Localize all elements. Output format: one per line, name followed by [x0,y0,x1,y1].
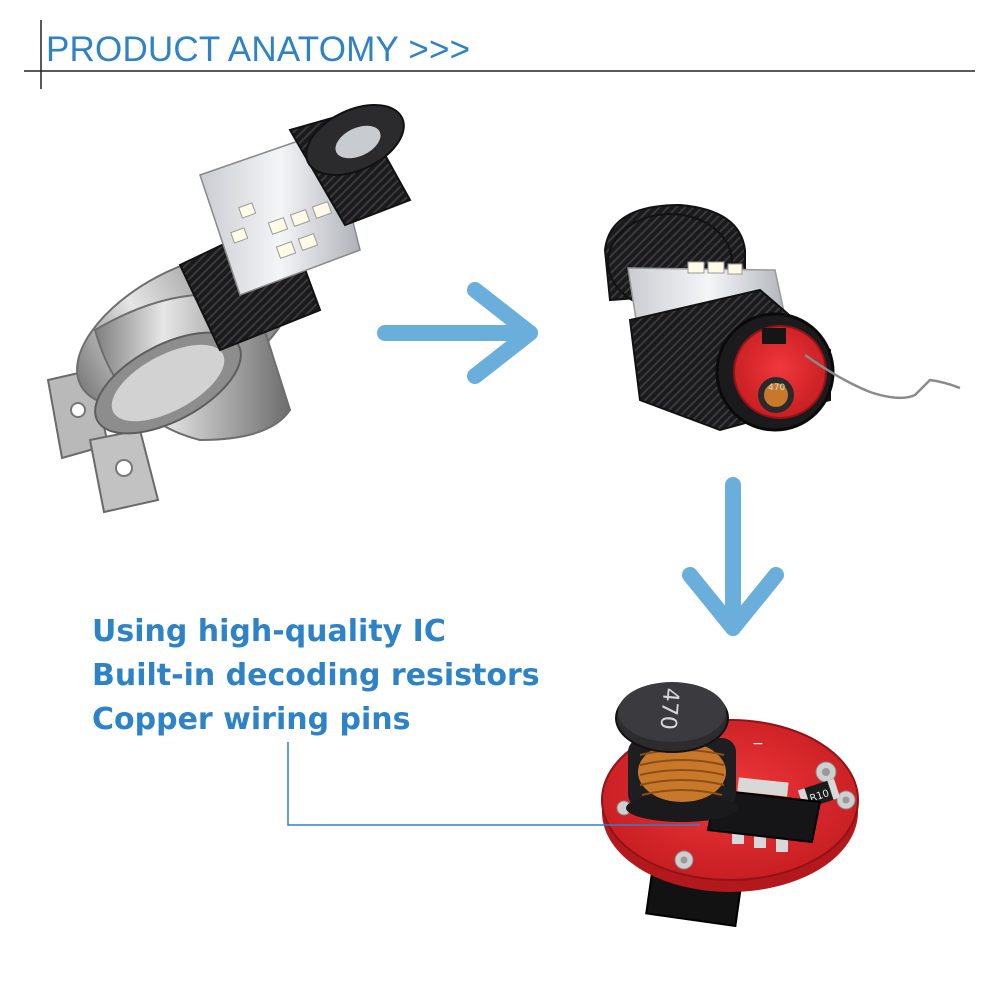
feature-item-ic: Using high-quality IC [92,614,446,649]
h4-led-bulb-image [46,104,412,514]
page-title: PRODUCT ANATOMY >>> [46,30,471,69]
driver-pcb-board-image: R10 470 − [601,682,859,928]
bulb-top-cap [288,104,412,227]
right-arrow-icon [377,282,538,384]
silkscreen-minus: − [752,736,764,752]
inductor-marking: 470 [654,687,683,731]
bulb-terminal-pins [46,368,160,514]
callout-leader-line [287,742,700,826]
copper-inductor-coil: 470 [615,682,738,822]
feature-item-copper-pins: Copper wiring pins [92,702,411,737]
down-arrow-icon [682,477,784,636]
led-head-disassembled-image: 470 [603,203,961,432]
inductor-marking-small: 470 [768,383,785,393]
feature-list: Using high-quality IC Built-in decoding … [92,610,540,742]
feature-item-resistors: Built-in decoding resistors [92,658,540,693]
ic-chip [706,777,822,852]
